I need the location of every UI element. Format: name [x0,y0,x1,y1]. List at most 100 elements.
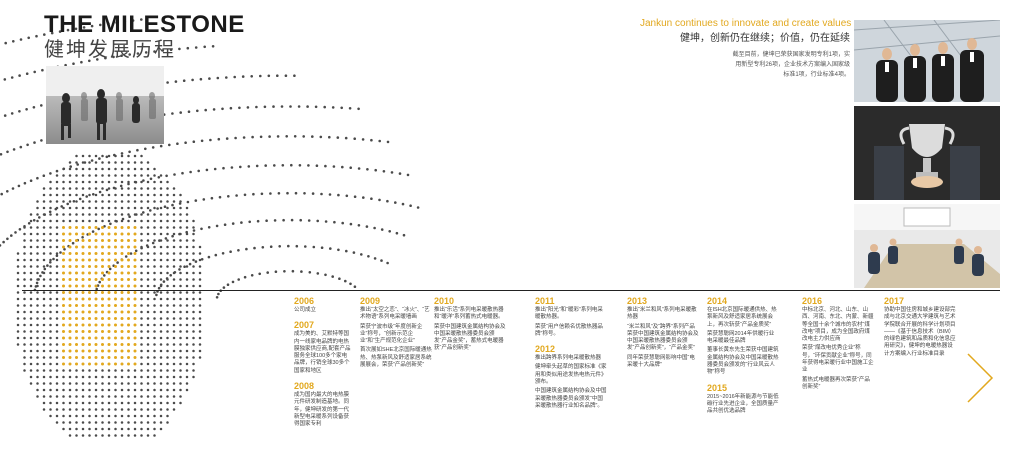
pattern-dot [133,278,137,281]
pattern-dot [101,349,104,353]
pattern-dot [146,239,150,242]
pattern-dot [75,362,78,366]
pattern-dot [146,193,150,197]
pattern-dot [140,375,143,379]
pattern-dot [55,375,59,379]
pattern-dot [153,252,156,255]
pattern-dot [329,247,332,250]
pattern-dot [114,317,117,320]
pattern-dot [133,187,137,190]
pattern-dot [16,317,20,320]
pattern-dot [146,291,150,294]
pattern-dot [120,297,124,301]
pattern-dot [78,197,82,201]
pattern-dot [68,174,72,177]
pattern-dot [166,239,169,242]
pattern-dot [140,382,143,385]
pattern-dot [133,414,137,418]
pattern-dot [49,200,52,203]
pattern-dot [49,261,52,264]
milestone-year: 2014 [707,296,728,306]
pattern-dot [217,137,221,141]
pattern-dot [146,349,150,353]
pattern-dot [88,395,91,398]
pattern-dot [290,218,294,222]
pattern-dot [94,434,98,437]
trophy-photo [854,106,1000,200]
pattern-dot [123,20,127,23]
pattern-dot [344,279,347,283]
pattern-dot [75,167,78,171]
pattern-dot [146,317,150,320]
pattern-dot [214,253,218,257]
milestone-year: 2012 [535,344,556,355]
pattern-dot [146,362,150,366]
pattern-dot [140,297,143,301]
pattern-dot [36,176,39,180]
pattern-dot [88,187,91,190]
pattern-dot [10,112,14,115]
pattern-dot [198,343,202,346]
pattern-dot [146,252,150,255]
pattern-dot [198,349,202,353]
pattern-dot [185,317,189,320]
pattern-dot [166,180,169,184]
pattern-dot [107,434,111,437]
pattern-dot [146,206,150,210]
pattern-dot [338,277,341,281]
pattern-dot [97,227,100,231]
pattern-dot [188,262,192,266]
pattern-dot [319,135,323,139]
pattern-dot [280,105,284,108]
pattern-dot [62,187,65,190]
meeting-room-photo [854,204,1000,288]
pattern-dot [172,239,176,242]
pattern-dot [12,40,15,43]
pattern-dot [29,323,33,327]
pattern-dot [94,388,98,392]
pattern-dot [68,427,72,431]
pattern-dot [62,343,65,346]
pattern-dot [153,297,156,301]
pattern-dot [119,184,123,188]
pattern-dot [81,382,85,385]
pattern-dot [88,336,91,340]
next-arrow-icon[interactable] [960,350,1000,406]
pattern-dot [127,265,130,268]
pattern-dot [179,278,182,281]
pattern-dot [380,228,384,231]
pattern-dot [140,284,143,288]
milestone-year: 2009 [360,296,381,306]
pattern-dot [62,297,65,301]
pattern-dot [185,343,189,346]
pattern-dot [36,200,39,203]
pattern-dot [357,107,360,111]
pattern-dot [146,284,150,288]
pattern-dot [75,278,78,281]
pattern-dot [62,271,65,275]
pattern-dot [55,382,59,385]
milestone-year: 2008 [294,381,315,392]
pattern-dot [101,193,104,197]
pattern-dot [159,193,163,197]
pattern-dot [114,239,117,242]
pattern-dot [88,356,91,359]
pattern-dot [140,18,143,21]
pattern-dot [179,369,182,372]
pattern-dot [94,239,98,242]
pattern-dot [166,395,169,398]
pattern-dot [42,382,46,385]
pattern-dot [172,388,176,392]
pattern-dot [107,154,111,158]
pattern-dot [282,218,285,222]
pattern-dot [133,310,137,314]
pattern-dot [127,388,130,392]
pattern-dot [101,174,104,177]
pattern-dot [159,278,163,281]
pattern-dot [55,278,59,281]
pattern-dot [114,408,117,411]
pattern-dot [144,51,148,54]
pattern-dot [172,323,176,327]
pattern-dot [62,414,65,418]
pattern-dot [187,110,191,113]
